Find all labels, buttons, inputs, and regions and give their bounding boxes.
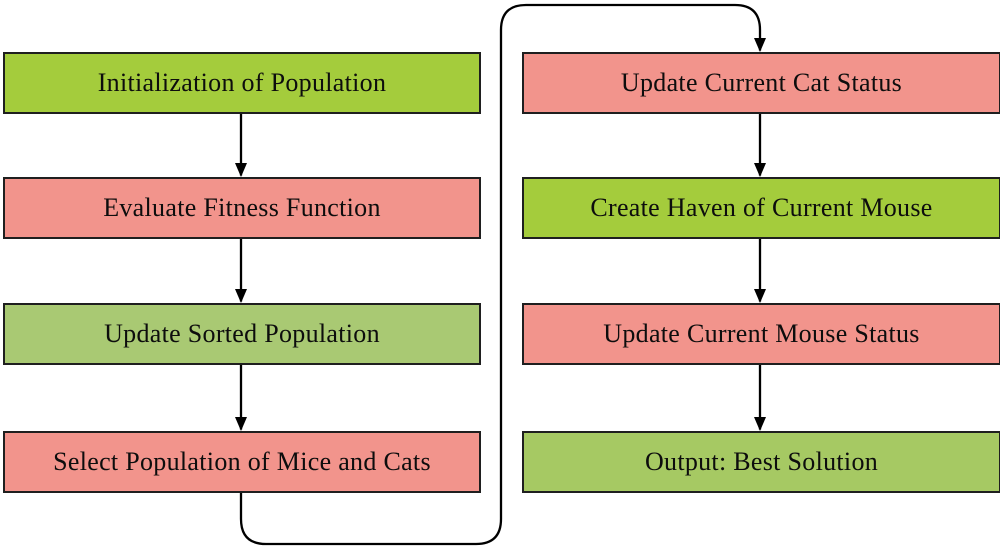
flow-box-output-best-solution: Output: Best Solution (522, 431, 1000, 493)
flow-box-update-sorted: Update Sorted Population (3, 303, 481, 365)
flow-box-select-population: Select Population of Mice and Cats (3, 431, 481, 493)
flow-box-update-cat-status: Update Current Cat Status (522, 52, 1000, 114)
flow-box-evaluate-fitness: Evaluate Fitness Function (3, 177, 481, 239)
flow-box-create-haven: Create Haven of Current Mouse (522, 177, 1000, 239)
flow-box-initialization: Initialization of Population (3, 52, 481, 114)
loop-connector-select-to-cat-status (239, 3, 766, 546)
flow-box-update-mouse-status: Update Current Mouse Status (522, 303, 1000, 365)
